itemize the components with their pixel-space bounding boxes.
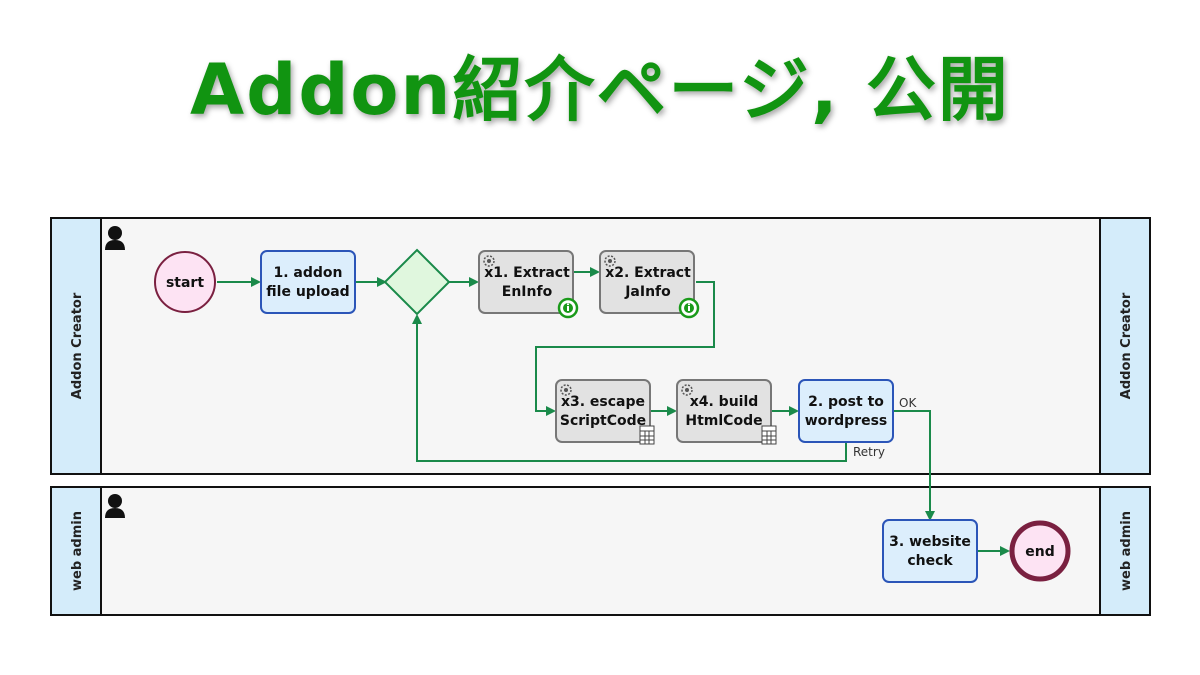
- task-label-line1: x3. escape: [561, 394, 645, 410]
- calculator-icon: [639, 425, 655, 445]
- flow-label-ok: OK: [899, 396, 917, 410]
- exclusive-gateway[interactable]: [383, 248, 451, 316]
- calculator-icon: [761, 425, 777, 445]
- lane-label-right: web admin: [1119, 511, 1134, 591]
- lane-header-left: [50, 486, 102, 616]
- task-escape-scriptcode[interactable]: x3. escape ScriptCode: [555, 379, 655, 445]
- flow-post-retry: [412, 314, 847, 462]
- person-icon: [105, 226, 125, 250]
- task-post-wordpress[interactable]: 2. post to wordpress: [798, 379, 894, 443]
- task-label-line2: check: [907, 553, 953, 569]
- task-website-check[interactable]: 3. website check: [882, 519, 978, 583]
- flow-post-ok: [894, 410, 935, 521]
- lane-label-left: web admin: [70, 511, 85, 591]
- task-label-line2: JaInfo: [624, 284, 671, 300]
- end-label: end: [1025, 544, 1054, 560]
- lane-header-right: [1099, 486, 1151, 616]
- gear-icon: [604, 255, 616, 267]
- task-label-line1: 1. addon: [273, 265, 342, 281]
- task-label-line2: wordpress: [805, 413, 888, 429]
- task-label-line1: x1. Extract: [484, 265, 570, 281]
- lane-header-right: [1099, 217, 1151, 475]
- person-icon: [105, 494, 125, 518]
- start-event[interactable]: start: [154, 251, 216, 313]
- task-label-line1: x4. build: [690, 394, 759, 410]
- task-label-line2: ScriptCode: [560, 413, 646, 429]
- task-build-htmlcode[interactable]: x4. build HtmlCode: [676, 379, 777, 445]
- flow-extract-ja-to-escape: [535, 281, 715, 416]
- flow-label-retry: Retry: [853, 445, 885, 459]
- gear-icon: [560, 384, 572, 396]
- task-label-line2: HtmlCode: [685, 413, 762, 429]
- page-title: Addon紹介ページ, 公開: [190, 49, 1010, 131]
- gear-icon: [681, 384, 693, 396]
- lane-label-right: Addon Creator: [1119, 292, 1134, 399]
- start-label: start: [166, 275, 204, 291]
- lane-header-left: [50, 217, 102, 475]
- lane-label-left: Addon Creator: [70, 292, 85, 399]
- task-label-line2: file upload: [266, 284, 349, 300]
- task-extract-eninfo[interactable]: x1. Extract EnInfo: [478, 250, 579, 319]
- task-label-line1: 3. website: [889, 534, 971, 550]
- gear-icon: [483, 255, 495, 267]
- info-icon: [557, 297, 579, 319]
- task-label-line1: x2. Extract: [605, 265, 691, 281]
- task-label-line1: 2. post to: [808, 394, 884, 410]
- task-label-line2: EnInfo: [502, 284, 553, 300]
- sequence-flows: [217, 267, 1010, 556]
- info-icon: [678, 297, 700, 319]
- end-event[interactable]: end: [1009, 520, 1071, 582]
- task-extract-jainfo[interactable]: x2. Extract JaInfo: [599, 250, 700, 319]
- task-addon-upload[interactable]: 1. addon file upload: [260, 250, 356, 314]
